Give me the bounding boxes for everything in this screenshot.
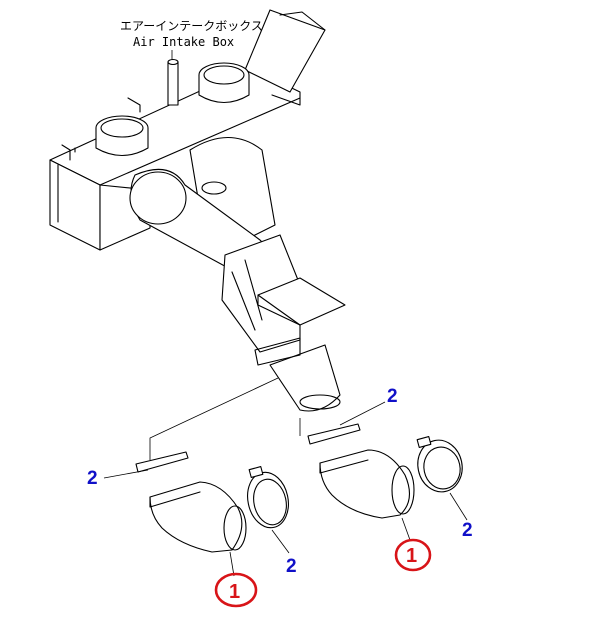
callout-circle-1-left bbox=[214, 572, 258, 608]
leader-line-2-lower-left bbox=[271, 529, 290, 554]
air-intake-box-assembly bbox=[49, 9, 346, 412]
leader-line-1-left bbox=[229, 551, 235, 577]
leader-line-2-upper-right bbox=[339, 401, 386, 426]
callout-2-left: 2 bbox=[87, 468, 98, 489]
title-english: Air Intake Box bbox=[133, 35, 234, 49]
callout-2-upper-right: 2 bbox=[387, 386, 398, 407]
callout-2-right: 2 bbox=[462, 520, 473, 541]
leader-line-left-branch bbox=[149, 377, 279, 460]
hose-elbow-left bbox=[149, 481, 243, 553]
left-branch-parts bbox=[135, 451, 289, 553]
leader-line-1-right bbox=[401, 517, 411, 541]
leader-line-2-left bbox=[103, 469, 149, 479]
leader-line-2-right bbox=[449, 492, 468, 521]
right-branch-parts bbox=[307, 423, 463, 519]
title-japanese: エアーインテークボックス bbox=[120, 19, 263, 33]
callout-1-left: 1 bbox=[229, 581, 240, 603]
clamp-strip-right bbox=[307, 423, 361, 445]
callout-1-right: 1 bbox=[406, 545, 417, 567]
clamp-strip-left bbox=[135, 451, 189, 473]
callout-circle-1-right bbox=[394, 538, 432, 572]
callout-2-lower-left: 2 bbox=[286, 556, 297, 577]
